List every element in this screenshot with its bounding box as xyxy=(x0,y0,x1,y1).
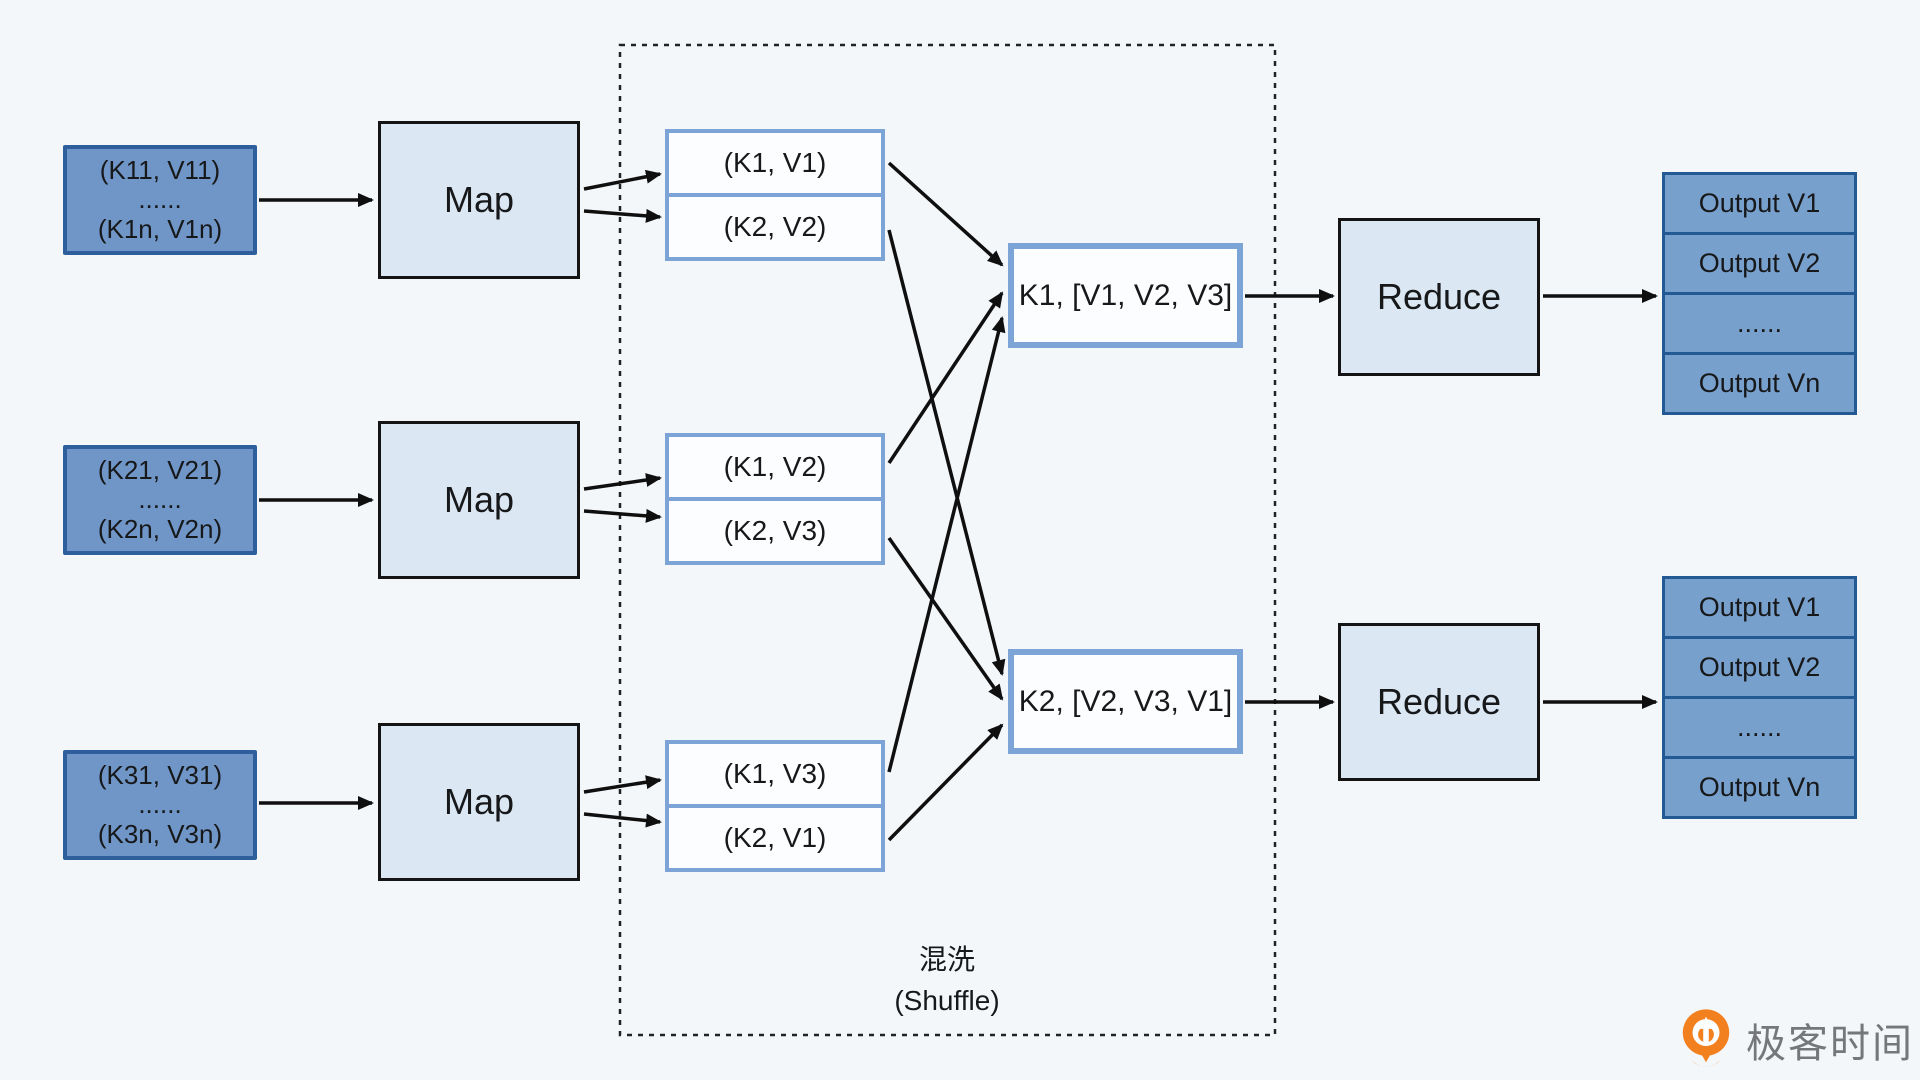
arrow-map2-k2v3 xyxy=(583,508,662,523)
geek-time-logo-text: 极客时间 xyxy=(1746,1022,1914,1066)
arrow-map3-k1v3 xyxy=(583,775,662,794)
input-line: (K3n, V3n) xyxy=(97,818,223,849)
map-label: Map xyxy=(443,781,515,822)
input-ellipsis: ...... xyxy=(138,484,182,515)
pair-cell-k1v2: (K1, V2) xyxy=(669,437,881,497)
geek-time-logo: 极客时间 xyxy=(1680,1008,1914,1072)
shuffle-label: 混洗 (Shuffle) xyxy=(817,940,1077,1021)
input-box-3: (K31, V31) ...... (K3n, V3n) xyxy=(63,750,257,860)
aggregate-box-k2: K2, [V2, V3, V1] xyxy=(1008,649,1243,754)
map-label: Map xyxy=(443,479,515,520)
shuffle-container-border xyxy=(618,43,1277,1037)
pair-cell-k1v1: (K1, V1) xyxy=(669,133,881,193)
input-line: (K1n, V1n) xyxy=(97,213,223,244)
aggregate-box-k1: K1, [V1, V2, V3] xyxy=(1008,243,1243,348)
arrow-map2-k1v2 xyxy=(583,473,662,491)
map-box-1: Map xyxy=(378,121,580,279)
output-cell: Output V2 xyxy=(1662,232,1857,295)
input-ellipsis: ...... xyxy=(138,789,182,820)
output-cell: Output V1 xyxy=(1662,172,1857,235)
pair-cell-k2v2: (K2, V2) xyxy=(669,197,881,257)
arrow-k1v1-agg1 xyxy=(887,161,1004,267)
input-box-2: (K21, V21) ...... (K2n, V2n) xyxy=(63,445,257,555)
pair-box-3: (K1, V3) (K2, V1) xyxy=(665,740,885,872)
arrow-map1-k1v1 xyxy=(583,169,662,191)
input-line: (K21, V21) xyxy=(97,455,223,486)
map-box-3: Map xyxy=(378,723,580,881)
arrow-map1-k2v2 xyxy=(583,208,662,223)
arrow-map3-k2v1 xyxy=(583,812,662,828)
output-cell: Output Vn xyxy=(1662,756,1857,819)
output-cell: Output V2 xyxy=(1662,636,1857,699)
output-cell: ...... xyxy=(1662,696,1857,759)
aggregate-label: K1, [V1, V2, V3] xyxy=(1018,278,1233,312)
aggregate-label: K2, [V2, V3, V1] xyxy=(1018,684,1233,718)
input-line: (K11, V11) xyxy=(99,155,221,186)
output-cell: Output Vn xyxy=(1662,352,1857,415)
arrow-k2v1-agg2 xyxy=(887,723,1004,842)
input-line: (K2n, V2n) xyxy=(97,513,223,544)
reduce-box-1: Reduce xyxy=(1338,218,1540,376)
input-ellipsis: ...... xyxy=(138,184,182,215)
arrows xyxy=(259,161,1658,842)
arrow-k1v3-agg1 xyxy=(887,316,1006,773)
shuffle-label-en: (Shuffle) xyxy=(894,984,1000,1016)
arrow-k2v3-agg2 xyxy=(887,536,1004,701)
output-cell: ...... xyxy=(1662,292,1857,355)
arrow-k1v2-agg1 xyxy=(887,291,1004,464)
input-line: (K31, V31) xyxy=(97,760,223,791)
output-stack-1: Output V1 Output V2 ...... Output Vn xyxy=(1662,172,1857,415)
reduce-label: Reduce xyxy=(1376,681,1502,722)
reduce-label: Reduce xyxy=(1376,276,1502,317)
shuffle-label-zh: 混洗 xyxy=(918,944,975,975)
pair-cell-k1v3: (K1, V3) xyxy=(669,744,881,804)
pair-cell-k2v1: (K2, V1) xyxy=(669,808,881,868)
map-label: Map xyxy=(443,179,515,220)
pair-box-2: (K1, V2) (K2, V3) xyxy=(665,433,885,565)
output-stack-2: Output V1 Output V2 ...... Output Vn xyxy=(1662,576,1857,819)
reduce-box-2: Reduce xyxy=(1338,623,1540,781)
arrow-k2v2-agg2 xyxy=(887,229,1006,676)
pair-box-1: (K1, V1) (K2, V2) xyxy=(665,129,885,261)
pair-cell-k2v3: (K2, V3) xyxy=(669,501,881,561)
geek-time-logo-icon xyxy=(1682,1009,1730,1067)
output-cell: Output V1 xyxy=(1662,576,1857,639)
map-box-2: Map xyxy=(378,421,580,579)
input-box-1: (K11, V11) ...... (K1n, V1n) xyxy=(63,145,257,255)
